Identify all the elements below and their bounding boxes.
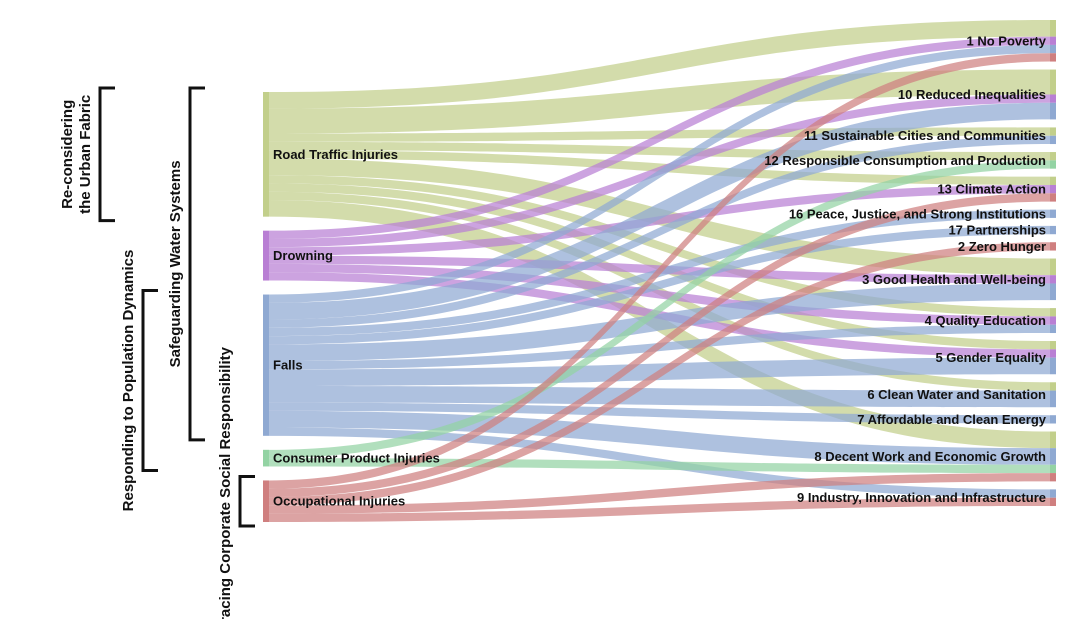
- target-band-t1-drowning: [1050, 36, 1056, 45]
- group-label-g4-line-1: Embracing Corporate Social Responsibilit…: [217, 346, 234, 619]
- target-band-t9-occupational: [1050, 497, 1056, 506]
- target-label-t1: 1 No Poverty: [967, 33, 1047, 48]
- source-node-drowning: [263, 230, 269, 281]
- target-band-t3-falls: [1050, 283, 1056, 301]
- link-falls-to-t7: [269, 402, 1050, 424]
- link-road-to-t1: [269, 20, 1050, 109]
- target-label-t2: 2 Zero Hunger: [958, 239, 1046, 254]
- target-band-t3-drowning: [1050, 275, 1056, 284]
- group-bracket-g1: [98, 86, 115, 223]
- target-band-t6-road: [1050, 382, 1056, 391]
- group-label-g1-line-1: Re-considering: [59, 100, 76, 209]
- group-bracket-g3: [188, 86, 205, 442]
- target-band-t12-road: [1050, 152, 1056, 161]
- source-node-falls: [263, 294, 269, 436]
- target-band-t10-falls: [1050, 102, 1056, 120]
- source-node-road: [263, 92, 269, 217]
- link-falls-to-t1: [269, 44, 1050, 303]
- target-band-t8-occupational: [1050, 473, 1056, 482]
- target-band-t13-road: [1050, 176, 1056, 185]
- target-label-t9: 9 Industry, Innovation and Infrastructur…: [797, 490, 1046, 505]
- target-band-t8-falls: [1050, 448, 1056, 465]
- target-band-t5-falls: [1050, 357, 1056, 375]
- target-band-t8-consumer: [1050, 464, 1056, 474]
- target-band-t4-falls: [1050, 324, 1056, 334]
- target-band-t6-falls: [1050, 390, 1056, 408]
- link-falls-to-t10: [269, 102, 1050, 320]
- source-node-occupational: [263, 480, 269, 522]
- target-label-t10: 10 Reduced Inequalities: [898, 87, 1046, 102]
- target-band-t5-road: [1050, 341, 1056, 350]
- link-falls-to-t11: [269, 135, 1050, 328]
- target-label-t8: 8 Decent Work and Economic Growth: [814, 449, 1046, 464]
- target-band-t5-drowning: [1050, 349, 1056, 358]
- source-label-drowning: Drowning: [273, 248, 333, 263]
- target-label-t16: 16 Peace, Justice, and Strong Institutio…: [789, 206, 1046, 221]
- target-band-t2-occupational: [1050, 242, 1056, 251]
- target-band-t13-occupational: [1050, 193, 1056, 202]
- target-label-t3: 3 Good Health and Well-being: [862, 272, 1046, 287]
- source-label-falls: Falls: [273, 358, 303, 373]
- target-label-t7: 7 Affordable and Clean Energy: [857, 412, 1047, 427]
- target-label-t17: 17 Partnerships: [948, 223, 1046, 238]
- link-falls-to-t3: [269, 283, 1050, 362]
- group-label-g3-line-1: Safeguarding Water Systems: [167, 160, 184, 367]
- target-label-t11: 11 Sustainable Cities and Communities: [804, 128, 1046, 143]
- target-band-t16-falls: [1050, 209, 1056, 218]
- target-label-t5: 5 Gender Equality: [935, 350, 1046, 365]
- link-falls-to-t6: [269, 385, 1050, 408]
- target-band-t3-road: [1050, 258, 1056, 276]
- link-consumer-to-t12: [269, 160, 1050, 459]
- target-label-t6: 6 Clean Water and Sanitation: [867, 387, 1046, 402]
- target-band-t7-falls: [1050, 415, 1056, 424]
- target-label-t13: 13 Climate Action: [937, 182, 1046, 197]
- target-label-t12: 12 Responsible Consumption and Productio…: [764, 153, 1046, 168]
- source-node-consumer: [263, 449, 269, 467]
- target-band-t13-drowning: [1050, 184, 1056, 194]
- target-band-t11-falls: [1050, 135, 1056, 145]
- labels-layer: Road Traffic InjuriesDrowningFallsConsum…: [273, 33, 1047, 508]
- target-band-t1-falls: [1050, 44, 1056, 54]
- links-layer: [269, 20, 1050, 522]
- target-band-t4-drowning: [1050, 316, 1056, 325]
- target-band-t11-road: [1050, 127, 1056, 136]
- source-label-occupational: Occupational Injuries: [273, 494, 405, 509]
- target-band-t12-consumer: [1050, 160, 1056, 169]
- source-label-consumer: Consumer Product Injuries: [273, 451, 440, 466]
- link-occupational-to-t2: [269, 242, 1050, 506]
- link-road-to-t4: [269, 175, 1050, 317]
- target-band-t10-drowning: [1050, 94, 1056, 103]
- target-band-t1-road: [1050, 20, 1056, 37]
- target-label-t4: 4 Quality Education: [925, 313, 1046, 328]
- group-label-g2-line-1: Responding to Population Dynamics: [120, 250, 137, 512]
- target-band-t9-falls: [1050, 489, 1056, 498]
- link-drowning-to-t13: [269, 184, 1050, 256]
- link-road-to-t10: [269, 69, 1050, 134]
- link-falls-to-t17: [269, 225, 1050, 345]
- link-occupational-to-t1: [269, 53, 1050, 489]
- source-label-road: Road Traffic Injuries: [273, 147, 398, 162]
- link-drowning-to-t1: [269, 36, 1050, 239]
- target-band-t8-road: [1050, 431, 1056, 449]
- group-bracket-g2: [141, 289, 158, 472]
- nodes-layer: [263, 20, 1056, 522]
- target-band-t17-falls: [1050, 225, 1056, 235]
- link-occupational-to-t13: [269, 193, 1050, 498]
- link-occupational-to-t9: [269, 497, 1050, 522]
- group-label-g1-line-2: the Urban Fabric: [77, 95, 94, 214]
- group-bracket-g4: [238, 474, 255, 528]
- link-occupational-to-t8: [269, 473, 1050, 514]
- link-drowning-to-t4: [269, 263, 1050, 325]
- target-band-t1-occupational: [1050, 53, 1056, 62]
- target-band-t4-road: [1050, 308, 1056, 317]
- target-band-t10-road: [1050, 69, 1056, 95]
